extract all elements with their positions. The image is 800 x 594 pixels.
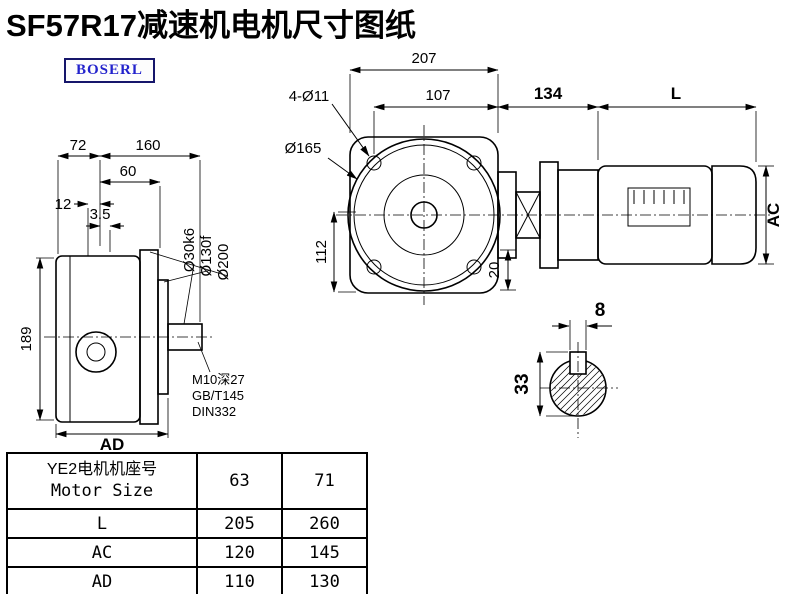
- dim-AC: AC: [764, 203, 783, 228]
- gearbox-body-outline: [55, 255, 141, 423]
- dim-20: 20: [486, 262, 503, 279]
- body-boss-circle: [75, 331, 117, 373]
- dim-L: L: [671, 84, 681, 103]
- bolt-hole-bottom-left: [366, 259, 382, 275]
- row-label-L: L: [6, 508, 198, 539]
- motor-nameplate: [627, 187, 691, 227]
- row-label-AD: AD: [6, 566, 198, 594]
- brand-logo: BOSERL: [64, 58, 155, 83]
- dim-3-5: 3.5: [90, 206, 111, 223]
- fan-cover: [711, 165, 757, 265]
- table-row-AD: AD 110 130: [6, 566, 368, 594]
- dim-160: 160: [135, 137, 160, 154]
- table-header-size-63: 63: [196, 452, 283, 510]
- table-header-motor-size: YE2电机机座号 Motor Size: [6, 452, 198, 510]
- note-standard-din: DIN332: [192, 404, 236, 419]
- value-AC-63: 120: [196, 537, 283, 568]
- dim-165: Ø165: [285, 140, 322, 157]
- dim-189: 189: [18, 326, 35, 351]
- dim-134: 134: [534, 84, 563, 103]
- dim-112: 112: [313, 240, 330, 264]
- dim-8: 8: [595, 300, 606, 321]
- table-header-size-71: 71: [281, 452, 368, 510]
- dim-72: 72: [70, 137, 87, 154]
- shaft-section-view: 8 33: [512, 300, 618, 438]
- motor-size-label-cn: YE2电机机座号: [46, 461, 158, 478]
- dim-107: 107: [425, 87, 450, 104]
- row-label-AC: AC: [6, 537, 198, 568]
- dim-33: 33: [512, 373, 533, 394]
- dim-spigot-diameter: Ø130f: [198, 235, 215, 277]
- value-AC-71: 145: [281, 537, 368, 568]
- table-row-AC: AC 120 145: [6, 537, 368, 568]
- side-view: 72 160 60 12 3.5 189: [18, 137, 245, 454]
- motor-size-label-en: Motor Size: [50, 481, 154, 501]
- bolt-hole-top-left: [366, 155, 382, 171]
- dim-shaft-diameter: Ø30k6: [181, 228, 198, 272]
- note-tapped-hole: M10深27: [192, 372, 245, 387]
- body-boss-bore: [86, 342, 106, 362]
- bolt-hole-top-right: [466, 155, 482, 171]
- page-title: SF57R17减速机电机尺寸图纸: [6, 8, 416, 43]
- bolt-hole-bottom-right: [466, 259, 482, 275]
- dim-flange-diameter: Ø200: [215, 244, 232, 281]
- table-header-row: YE2电机机座号 Motor Size 63 71: [6, 452, 368, 510]
- dim-bolt-holes: 4-Ø11: [289, 88, 330, 105]
- bearing-circle: [383, 174, 465, 256]
- output-shaft: [167, 323, 203, 351]
- motor-size-table: YE2电机机座号 Motor Size 63 71 L 205 260 AC 1…: [6, 452, 368, 594]
- note-standard-gb: GB/T145: [192, 388, 244, 403]
- value-L-63: 205: [196, 508, 283, 539]
- flange-circle-outer: [347, 138, 501, 292]
- dim-60: 60: [120, 163, 137, 180]
- value-AD-71: 130: [281, 566, 368, 594]
- dim-AD: AD: [100, 435, 125, 454]
- dim-207: 207: [411, 50, 436, 67]
- dim-12: 12: [55, 196, 72, 213]
- shaft-bore-circle: [410, 201, 438, 229]
- table-row-L: L 205 260: [6, 508, 368, 539]
- value-L-71: 260: [281, 508, 368, 539]
- section-hatching: [551, 361, 605, 415]
- front-view: 207 107 134 L 4-Ø11 Ø165 112: [285, 50, 783, 305]
- flange-circle-inner: [353, 144, 495, 286]
- value-AD-63: 110: [196, 566, 283, 594]
